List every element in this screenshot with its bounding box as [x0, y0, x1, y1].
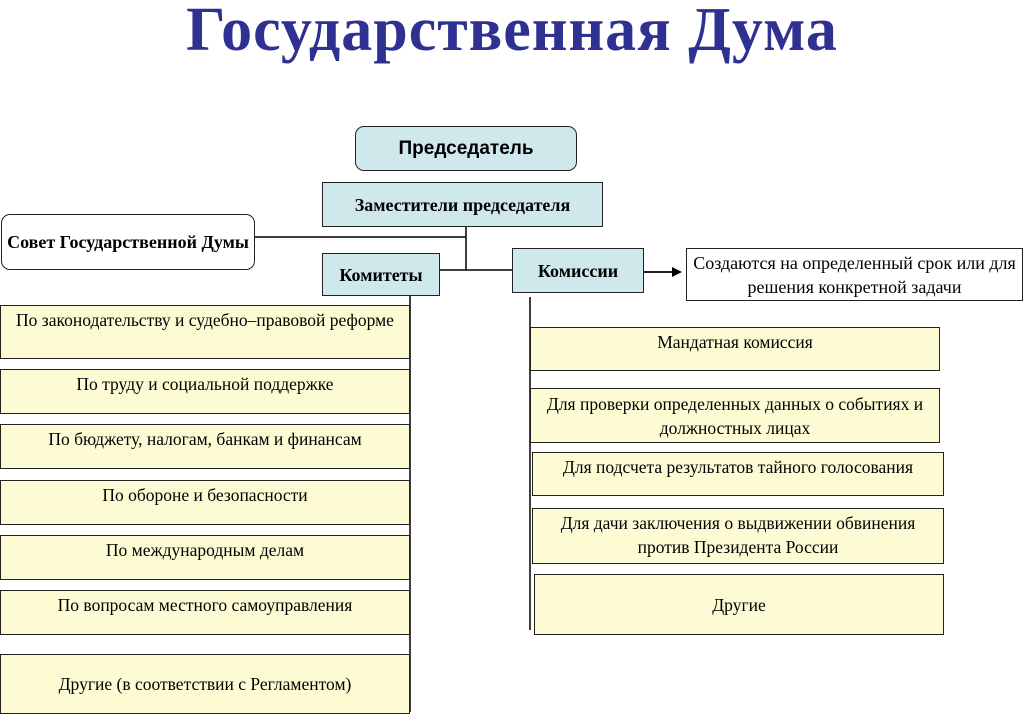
commission-item-label: Для проверки определенных данных о событ… [546, 394, 924, 438]
committees-header-box: Комитеты [322, 253, 440, 296]
committee-item: По труду и социальной поддержке [0, 369, 410, 414]
committee-item: Другие (в соответствии с Регламентом) [0, 654, 410, 714]
commission-item-label: Другие [712, 594, 766, 615]
commissions-label: Комиссии [537, 260, 619, 281]
committees-label: Комитеты [339, 264, 423, 285]
chairman-box: Председатель [355, 126, 577, 171]
committee-item: По вопросам местного самоуправления [0, 590, 410, 635]
committee-item-label: По труду и социальной поддержке [76, 374, 334, 394]
committee-item-label: По международным делам [105, 540, 305, 560]
chairman-label: Председатель [398, 137, 534, 159]
commission-item: Для подсчета результатов тайного голосов… [532, 452, 944, 496]
commission-item: Другие [534, 574, 944, 635]
committee-item: По законодательству и судебно–правовой р… [0, 305, 410, 359]
committee-item-label: Другие (в соответствии с Регламентом) [58, 674, 352, 694]
deputies-box: Заместители председателя [322, 182, 603, 227]
commissions-header-box: Комиссии [512, 248, 644, 293]
committee-item-label: По обороне и безопасности [102, 485, 308, 505]
commission-item-label: Для дачи заключения о выдвижении обвинен… [560, 513, 916, 557]
page-title: Государственная Дума [186, 0, 838, 64]
commission-item: Мандатная комиссия [530, 327, 940, 371]
council-label: Совет Государственной Думы [7, 232, 249, 252]
committee-item-label: По законодательству и судебно–правовой р… [16, 310, 394, 330]
commission-item-label: Для подсчета результатов тайного голосов… [562, 457, 914, 477]
committee-item: По международным делам [0, 535, 410, 580]
committee-item: По обороне и безопасности [0, 480, 410, 525]
committee-item-label: По бюджету, налогам, банкам и финансам [48, 429, 362, 449]
commissions-note-box: Создаются на определенный срок или для р… [686, 248, 1023, 301]
commission-item: Для проверки определенных данных о событ… [530, 388, 940, 443]
deputies-label: Заместители председателя [354, 194, 571, 215]
commission-item-label: Мандатная комиссия [657, 332, 813, 352]
commissions-note-text: Создаются на определенный срок или для р… [693, 252, 1016, 297]
committee-item-label: По вопросам местного самоуправления [57, 595, 353, 615]
council-box: Совет Государственной Думы [1, 214, 255, 270]
commission-item: Для дачи заключения о выдвижении обвинен… [532, 508, 944, 564]
committee-item: По бюджету, налогам, банкам и финансам [0, 424, 410, 469]
